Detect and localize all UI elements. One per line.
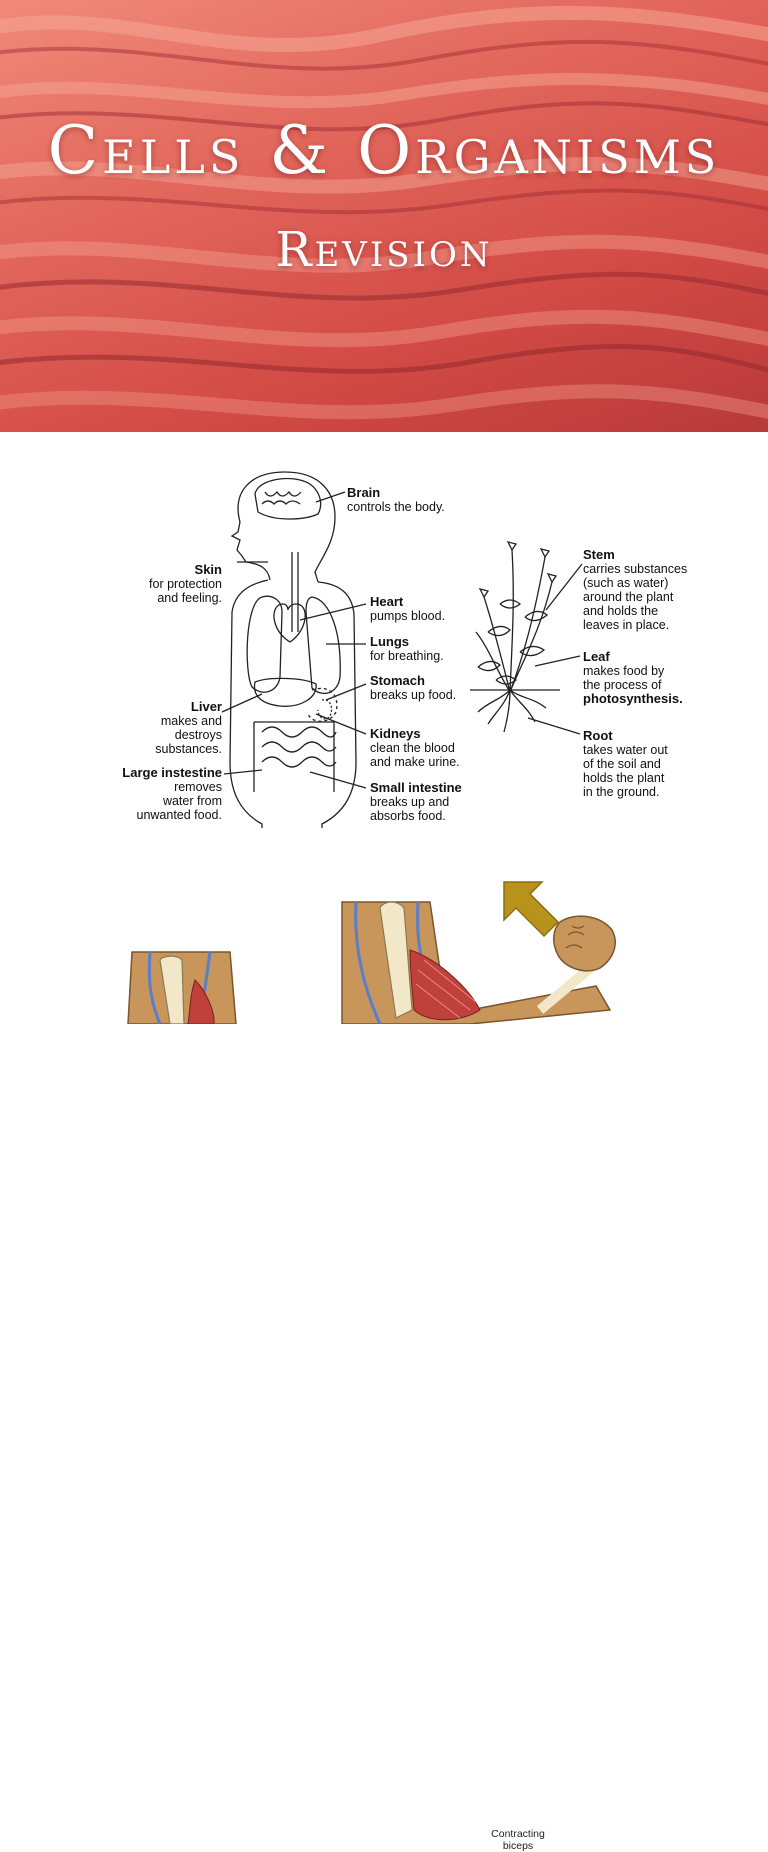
page-subtitle: Revision [275, 222, 493, 278]
hero-banner: Cells & Organisms Revision [0, 0, 768, 432]
wave-background [0, 5, 768, 420]
label-photosynthesis: photosynthesis. [583, 691, 683, 706]
arrow-up-icon [503, 881, 560, 938]
body-and-plant-illustration [221, 471, 583, 828]
arm-muscle-illustration: Contracting biceps [0, 860, 768, 1852]
page-title: Cells & Organisms [47, 112, 721, 189]
label-stem: Stem carries substances(such as water)ar… [583, 547, 688, 633]
contracting-biceps-label: Contracting biceps [491, 1828, 545, 1852]
flexed-arm-image [341, 901, 616, 1024]
relaxed-arm-image [127, 951, 237, 1024]
